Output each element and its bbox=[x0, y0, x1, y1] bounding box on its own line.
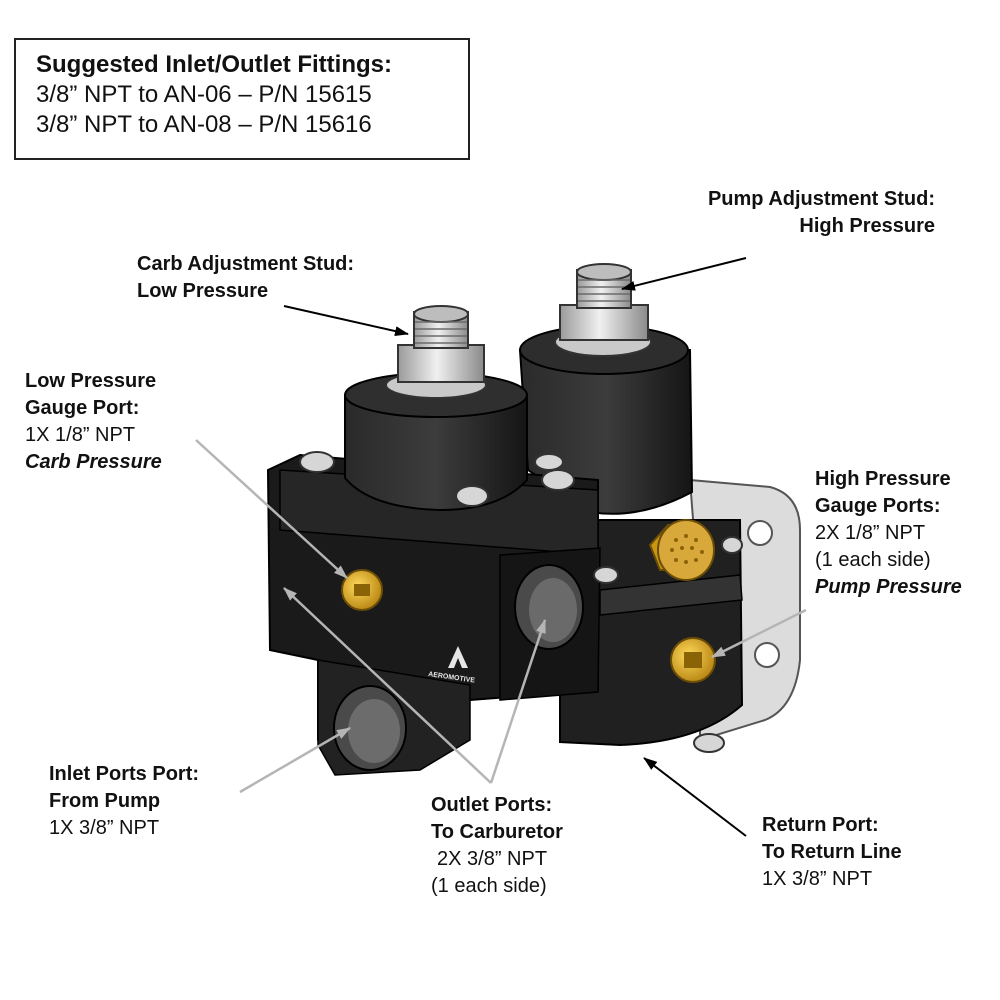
fitting-line-an08: 3/8” NPT to AN-08 – P/N 15616 bbox=[36, 111, 372, 138]
leader-carb-stud bbox=[283, 305, 409, 337]
vent-filter bbox=[657, 519, 715, 581]
bracket-hole bbox=[754, 642, 780, 668]
callout-outlet-ports: Outlet Ports: To Carburetor 2X 3/8” NPT … bbox=[431, 794, 563, 897]
callout-pump-stud: Pump Adjustment Stud: High Pressure bbox=[707, 188, 935, 237]
callout-carb-stud: Carb Adjustment Stud: Low Pressure bbox=[137, 253, 355, 302]
carb-stud-nut bbox=[397, 344, 485, 383]
cap-screws bbox=[299, 451, 743, 753]
aeromotive-logo-mark bbox=[448, 646, 468, 668]
callout-inlet-port: Inlet Ports Port: From Pump 1X 3/8” NPT bbox=[49, 763, 200, 839]
leader-low-gauge bbox=[195, 439, 348, 579]
carb-dome bbox=[344, 394, 528, 512]
bracket-hole bbox=[747, 520, 773, 546]
callout-return-port: Return Port: To Return Line 1X 3/8” NPT bbox=[762, 814, 902, 890]
pump-stud-nut bbox=[559, 304, 649, 341]
leader-return bbox=[643, 757, 747, 837]
fittings-info-box: Suggested Inlet/Outlet Fittings: 3/8” NP… bbox=[14, 38, 470, 160]
leader-outlet-right bbox=[489, 619, 547, 784]
fittings-title: Suggested Inlet/Outlet Fittings: bbox=[36, 51, 392, 78]
callout-low-pressure-gauge: Low Pressure Gauge Port: 1X 1/8” NPT Car… bbox=[25, 370, 162, 473]
callout-high-pressure-gauge: High Pressure Gauge Ports: 2X 1/8” NPT (… bbox=[815, 468, 962, 598]
fitting-line-an06: 3/8” NPT to AN-06 – P/N 15615 bbox=[36, 81, 372, 108]
leader-high-gauge bbox=[711, 608, 807, 659]
leader-pump-stud bbox=[621, 257, 747, 291]
leader-inlet bbox=[239, 726, 351, 794]
leader-outlet-left bbox=[283, 587, 492, 784]
